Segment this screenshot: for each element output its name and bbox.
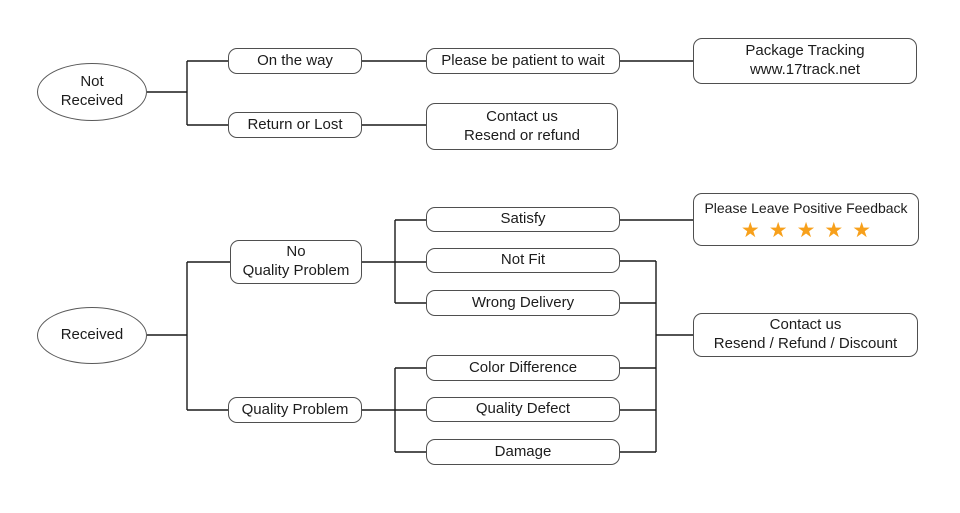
node-color-difference: Color Difference [426, 355, 620, 381]
node-on-the-way: On the way [228, 48, 362, 74]
node-wrong-delivery: Wrong Delivery [426, 290, 620, 316]
node-not-fit: Not Fit [426, 248, 620, 273]
node-package-tracking: Package Tracking www.17track.net [693, 38, 917, 84]
node-received: Received [37, 307, 147, 364]
node-contact-resend-refund: Contact us Resend or refund [426, 103, 618, 150]
node-no-quality-problem: No Quality Problem [230, 240, 362, 284]
star-icon: ★ [852, 218, 872, 242]
node-quality-problem: Quality Problem [228, 397, 362, 423]
feedback-title: Please Leave Positive Feedback [704, 200, 908, 217]
node-not-received: Not Received [37, 63, 147, 121]
star-rating: ★ ★ ★ ★ ★ [741, 220, 871, 241]
star-icon: ★ [740, 218, 760, 242]
node-positive-feedback: Please Leave Positive Feedback ★ ★ ★ ★ ★ [693, 193, 919, 246]
star-icon: ★ [796, 218, 816, 242]
node-contact-resend-refund-discount: Contact us Resend / Refund / Discount [693, 313, 918, 357]
node-quality-defect: Quality Defect [426, 397, 620, 422]
star-icon: ★ [768, 218, 788, 242]
node-return-or-lost: Return or Lost [228, 112, 362, 138]
node-satisfy: Satisfy [426, 207, 620, 232]
node-please-be-patient: Please be patient to wait [426, 48, 620, 74]
star-icon: ★ [824, 218, 844, 242]
node-damage: Damage [426, 439, 620, 465]
